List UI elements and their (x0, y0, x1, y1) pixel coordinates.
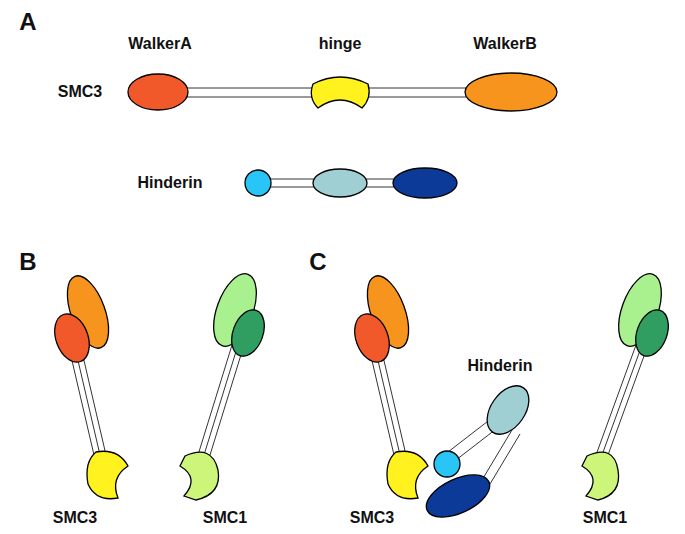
protein-label: SMC1 (583, 510, 627, 526)
panel-letter: A (19, 10, 36, 34)
protein-label: Hinderin (468, 358, 533, 374)
panel-letter: B (19, 250, 36, 274)
protein-label: SMC3 (58, 84, 102, 100)
hinderin-bound-cohesin (348, 268, 674, 526)
smc3-linear (128, 73, 557, 111)
domain-label: WalkerA (128, 36, 191, 52)
protein-label: SMC1 (203, 510, 247, 526)
domain-label: hinge (319, 36, 362, 52)
domain-label: WalkerB (473, 36, 536, 52)
panel-letter: C (309, 250, 326, 274)
protein-label: SMC3 (350, 510, 394, 526)
hinderin-linear (245, 168, 457, 198)
cohesin-dimer (48, 268, 270, 500)
protein-label: Hinderin (138, 175, 203, 191)
protein-label: SMC3 (53, 510, 97, 526)
